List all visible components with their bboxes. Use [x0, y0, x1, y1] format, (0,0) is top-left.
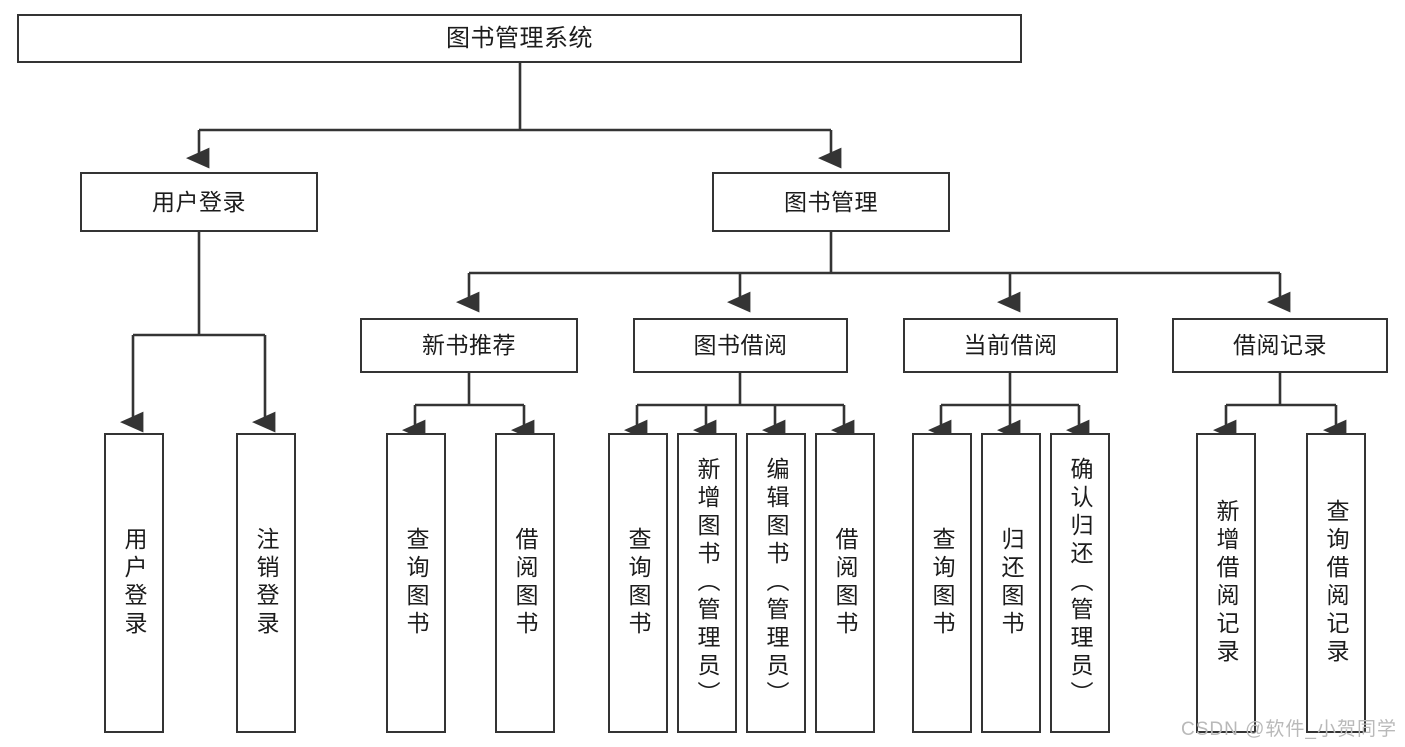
node-label: 查询图书 [929, 527, 955, 639]
node-user-login[interactable]: 用户登录 [80, 172, 318, 232]
node-label: 查询借阅记录 [1323, 499, 1349, 667]
node-label: 查询图书 [403, 527, 429, 639]
node-book-borrow[interactable]: 图书借阅 [633, 318, 848, 373]
node-label: 新书推荐 [422, 332, 516, 359]
node-label: 编辑图书（管理员） [763, 457, 789, 709]
node-label: 图书管理系统 [446, 24, 593, 52]
leaf-current-borrow-query[interactable]: 查询图书 [912, 433, 972, 733]
node-label: 注销登录 [253, 527, 279, 639]
node-current-borrow[interactable]: 当前借阅 [903, 318, 1118, 373]
node-label: 图书借阅 [693, 332, 788, 359]
leaf-borrow-record-query[interactable]: 查询借阅记录 [1306, 433, 1366, 733]
leaf-user-login-logout[interactable]: 注销登录 [236, 433, 296, 733]
leaf-borrow-record-add[interactable]: 新增借阅记录 [1196, 433, 1256, 733]
leaf-new-book-borrow[interactable]: 借阅图书 [495, 433, 555, 733]
node-label: 归还图书 [998, 527, 1024, 639]
node-new-book-recommend[interactable]: 新书推荐 [360, 318, 578, 373]
leaf-book-borrow-add[interactable]: 新增图书（管理员） [677, 433, 737, 733]
node-label: 新增图书（管理员） [694, 457, 720, 709]
node-label: 借阅图书 [512, 527, 538, 639]
node-label: 当前借阅 [963, 332, 1058, 359]
node-label: 确认归还（管理员） [1067, 457, 1093, 709]
node-label: 用户登录 [121, 527, 147, 639]
leaf-user-login-login[interactable]: 用户登录 [104, 433, 164, 733]
node-root-system[interactable]: 图书管理系统 [17, 14, 1022, 63]
node-label: 新增借阅记录 [1213, 499, 1239, 667]
leaf-book-borrow-query[interactable]: 查询图书 [608, 433, 668, 733]
node-label: 用户登录 [152, 188, 246, 215]
node-borrow-record[interactable]: 借阅记录 [1172, 318, 1388, 373]
node-label: 图书管理 [784, 188, 878, 215]
leaf-current-borrow-confirm-return[interactable]: 确认归还（管理员） [1050, 433, 1110, 733]
leaf-book-borrow-borrow[interactable]: 借阅图书 [815, 433, 875, 733]
node-label: 借阅记录 [1233, 332, 1327, 359]
node-label: 查询图书 [625, 527, 651, 639]
leaf-current-borrow-return[interactable]: 归还图书 [981, 433, 1041, 733]
node-book-management[interactable]: 图书管理 [712, 172, 950, 232]
leaf-new-book-query[interactable]: 查询图书 [386, 433, 446, 733]
watermark-text: CSDN @软件_小贺同学 [1181, 719, 1397, 740]
node-label: 借阅图书 [832, 527, 858, 639]
leaf-book-borrow-edit[interactable]: 编辑图书（管理员） [746, 433, 806, 733]
